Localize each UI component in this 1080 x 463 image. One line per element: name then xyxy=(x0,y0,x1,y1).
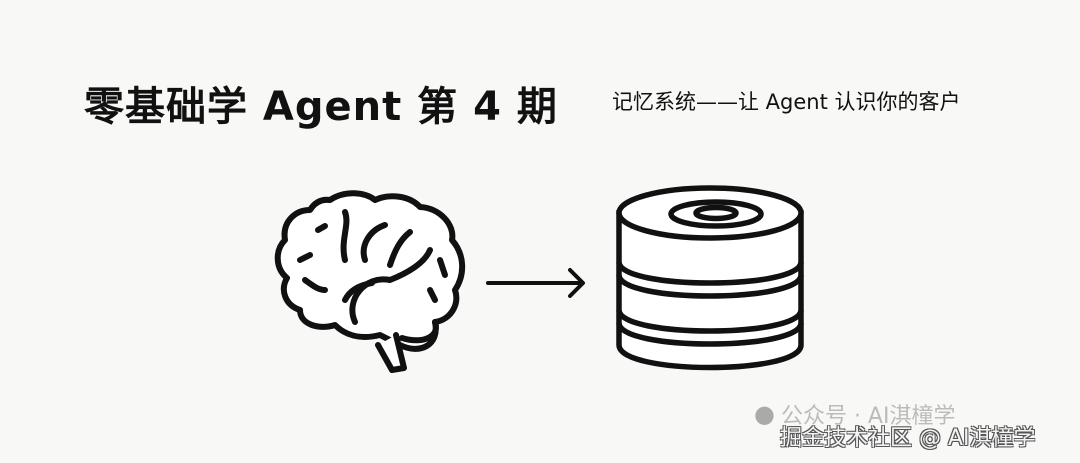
database-icon xyxy=(616,185,804,371)
wechat-watermark: ● 公众号 · AI淇橦学 xyxy=(754,398,955,430)
wechat-icon: ● xyxy=(754,400,775,428)
arrow-right-icon xyxy=(486,268,585,298)
page-subtitle: 记忆系统——让 Agent 认识你的客户 xyxy=(612,90,961,114)
brain-icon xyxy=(274,190,466,373)
wechat-watermark-text: 公众号 · AI淇橦学 xyxy=(780,404,956,429)
juejin-watermark: 掘金技术社区 @ AI淇橦学 xyxy=(780,426,1036,451)
page-title: 零基础学 Agent 第 4 期 xyxy=(84,84,558,130)
